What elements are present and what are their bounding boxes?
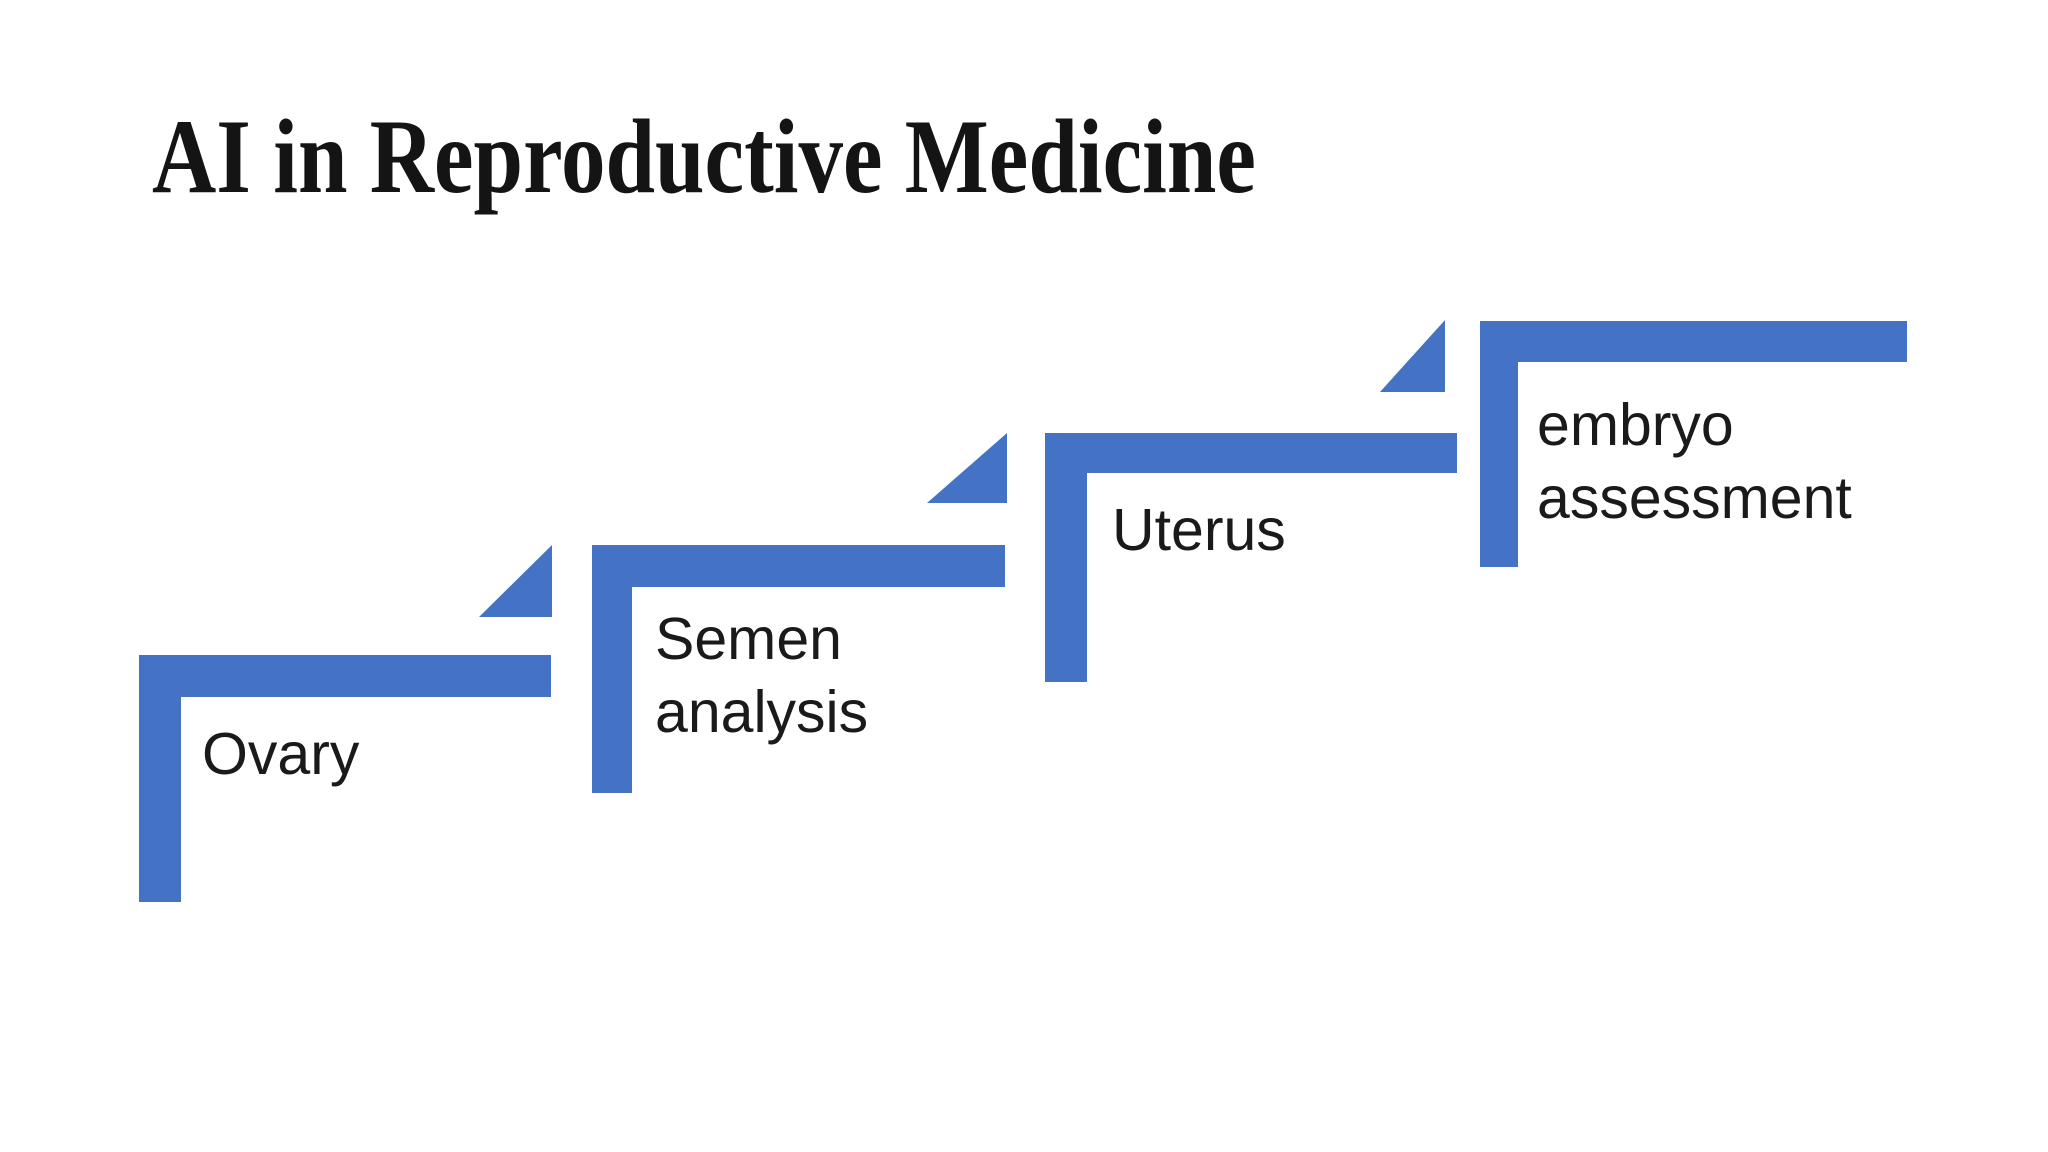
step-label-line: Ovary: [202, 721, 360, 787]
step-label-semen-analysis: Semen analysis: [655, 603, 868, 749]
step-bracket-side-bar: [1045, 433, 1087, 682]
step-bracket-side-bar: [592, 545, 632, 793]
step-bracket-top-bar: [139, 655, 551, 697]
step-label-line: analysis: [655, 679, 869, 745]
slide-title: AI in Reproductive Medicine: [152, 98, 1256, 215]
step-bracket-side-bar: [139, 655, 181, 902]
step-label-embryo-assessment: embryo assessment: [1537, 389, 1852, 535]
up-right-triangle-icon: [927, 433, 1007, 503]
step-label-line: assessment: [1537, 465, 1852, 531]
step-bracket-top-bar: [1480, 321, 1907, 362]
step-bracket-side-bar: [1480, 321, 1518, 567]
step-label-line: Uterus: [1112, 497, 1286, 563]
step-label-ovary: Ovary: [202, 718, 359, 791]
up-right-triangle-icon: [479, 545, 552, 617]
step-label-line: embryo: [1537, 392, 1734, 458]
step-bracket-top-bar: [592, 545, 1005, 587]
step-bracket-top-bar: [1045, 433, 1457, 473]
up-right-triangle-icon: [1380, 320, 1445, 392]
step-label-line: Semen: [655, 606, 842, 672]
step-label-uterus: Uterus: [1112, 494, 1286, 567]
